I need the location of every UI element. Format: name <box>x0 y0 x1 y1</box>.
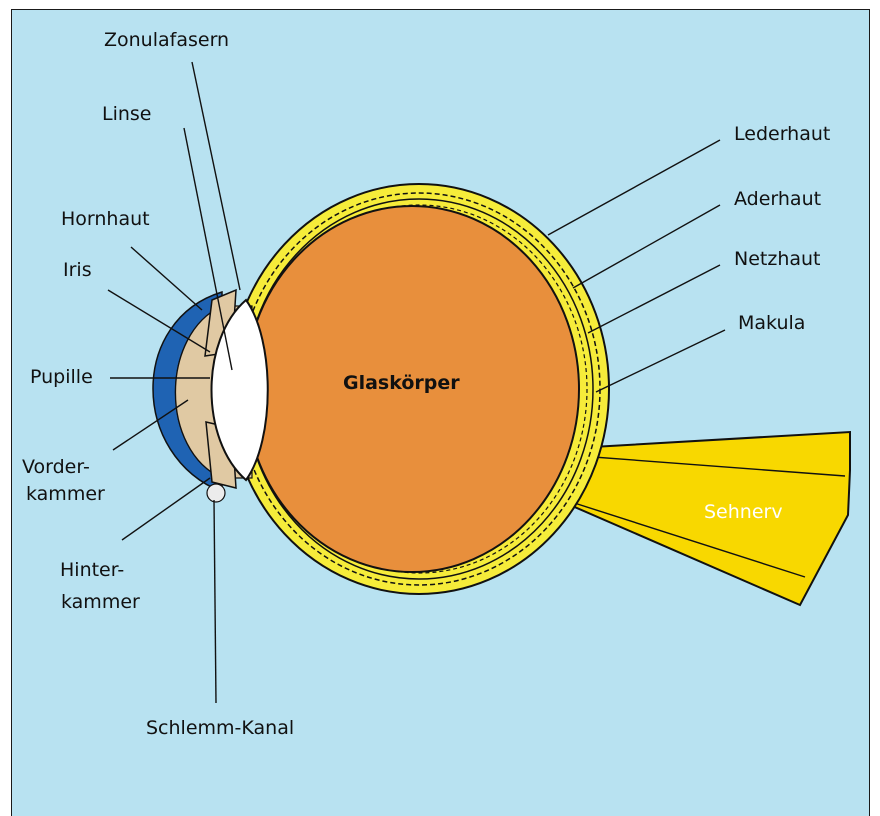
label-sehnerv: Sehnerv <box>704 501 783 523</box>
label-hinterkammer-2: kammer <box>61 591 140 613</box>
label-iris: Iris <box>63 259 92 281</box>
label-lederhaut: Lederhaut <box>734 123 830 145</box>
label-zonulafasern: Zonulafasern <box>104 29 229 51</box>
labels: Zonulafasern Linse Hornhaut Iris Pupille… <box>22 29 830 739</box>
label-makula: Makula <box>738 312 805 334</box>
label-schlemm-kanal: Schlemm-Kanal <box>146 717 294 739</box>
label-netzhaut: Netzhaut <box>734 248 821 270</box>
label-vorderkammer-1: Vorder- <box>22 456 90 478</box>
label-glaskoerper: Glaskörper <box>343 372 460 394</box>
schlemm-canal <box>207 484 225 502</box>
label-linse: Linse <box>102 103 152 125</box>
label-pupille: Pupille <box>30 366 93 388</box>
label-aderhaut: Aderhaut <box>734 188 821 210</box>
label-hinterkammer-1: Hinter- <box>60 559 124 581</box>
label-vorderkammer-2: kammer <box>26 483 105 505</box>
anterior-segment <box>153 290 268 502</box>
label-hornhaut: Hornhaut <box>61 208 150 230</box>
